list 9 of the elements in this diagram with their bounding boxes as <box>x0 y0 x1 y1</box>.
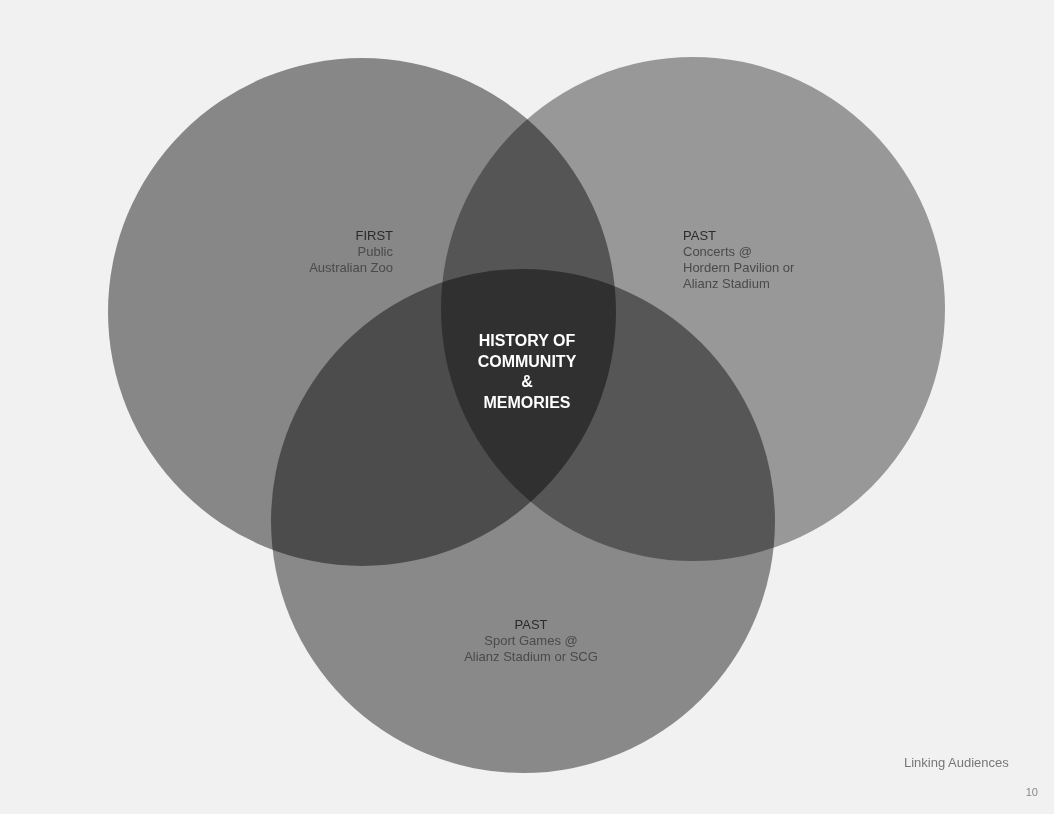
page-number: 10 <box>1025 785 1038 800</box>
circle-text: Concerts @ Hordern Pavilion or Alianz Stadium <box>683 244 795 292</box>
circle-heading: PAST <box>683 228 716 244</box>
circle-text: Sport Games @ Alianz Stadium or SCG <box>464 633 598 665</box>
circle-text: Public Australian Zoo <box>309 244 393 276</box>
circle-heading: PAST <box>514 617 548 633</box>
footer-text: Linking Audiences <box>904 755 1009 771</box>
center-title: HISTORY OF COMMUNITY & MEMORIES <box>477 331 577 413</box>
circle-heading: FIRST <box>355 228 393 244</box>
